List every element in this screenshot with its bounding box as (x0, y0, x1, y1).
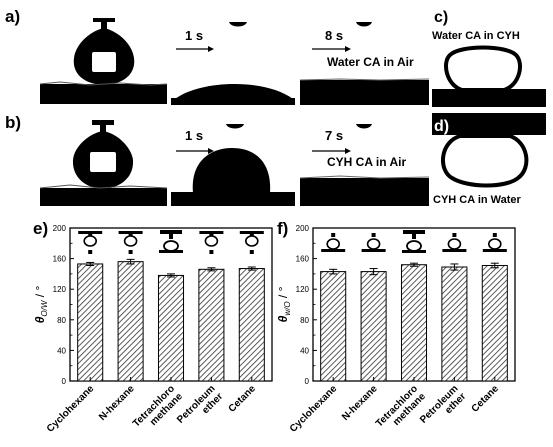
panel-a-arrow-2-head (345, 46, 351, 52)
panel-c-substrate (432, 89, 546, 107)
drop-shape-icon (482, 233, 507, 252)
panel-c-drop (444, 45, 522, 92)
drop-shape-icon (159, 230, 183, 253)
panel-b: b) 1 s 7 s CYH CA in Air (5, 113, 430, 206)
panel-d-substrate (432, 113, 546, 135)
drop-shape-icon (442, 233, 467, 252)
panel-a: a) 1 s 8 s Water CA in Air (5, 7, 430, 105)
bar (157, 274, 185, 382)
x-tick-label: Cyclohexane (288, 383, 340, 435)
panel-d-caption: CYH CA in Water (433, 194, 522, 206)
y-tick-label: 160 (53, 255, 67, 264)
panel-a-letter: a) (5, 7, 20, 26)
panel-a-image-drop-pending (39, 18, 168, 104)
panel-b-image-drop-pending (39, 120, 168, 206)
panel-b-time-1: 1 s (185, 128, 203, 143)
drop-shape-icon (118, 231, 143, 254)
bar (198, 268, 225, 382)
panel-b-letter: b) (5, 113, 21, 132)
panel-c-letter: c) (434, 9, 448, 26)
y-tick-label: 160 (296, 255, 310, 264)
drop-shape-icon (239, 231, 264, 254)
y-tick-label: 120 (53, 285, 67, 294)
y-axis-label: θw/O / ° (276, 286, 292, 322)
bar (77, 263, 104, 382)
drop-shape-icon (78, 231, 103, 254)
x-tick-label: Cetane (470, 383, 502, 415)
y-tick-label: 200 (53, 224, 67, 233)
y-tick-label: 0 (305, 377, 310, 386)
panel-b-caption: CYH CA in Air (327, 155, 406, 169)
panel-b-arrow-1-head (208, 148, 214, 154)
panel-f-letter: f) (277, 219, 288, 238)
panel-b-arrow-2-head (345, 148, 351, 154)
bar (320, 271, 347, 382)
y-tick-label: 120 (296, 285, 310, 294)
panel-a-caption: Water CA in Air (327, 55, 414, 69)
x-tick-label: N-hexane (97, 383, 137, 423)
panel-b-image-spread (171, 124, 295, 206)
drop-shape-icon (361, 233, 386, 252)
panel-d-letter: d) (434, 118, 449, 135)
x-tick-label: Petroleumether (175, 383, 225, 433)
bar (481, 264, 508, 382)
drop-shape-icon (199, 231, 224, 254)
panel-e-letter: e) (33, 219, 48, 238)
bar (441, 266, 468, 382)
y-tick-label: 80 (57, 316, 66, 325)
y-tick-label: 0 (62, 377, 67, 386)
panel-a-time-1: 1 s (185, 28, 203, 43)
panel-c: c) Water CA in CYH (432, 9, 546, 107)
panel-d: d) CYH CA in Water (432, 113, 546, 206)
bar (117, 261, 144, 382)
drop-shape-icon (402, 230, 426, 253)
x-tick-label: Cyclohexane (45, 383, 97, 435)
x-tick-label: Cetane (227, 383, 259, 415)
panel-c-caption: Water CA in CYH (432, 30, 520, 42)
bar (238, 268, 265, 382)
panel-a-image-spread (171, 22, 295, 105)
y-tick-label: 200 (296, 224, 310, 233)
y-tick-label: 80 (300, 316, 309, 325)
panel-b-image-flat (299, 124, 430, 206)
panel-a-time-2: 8 s (325, 28, 343, 43)
y-tick-label: 40 (300, 346, 309, 355)
bar (400, 264, 428, 382)
panel-a-arrow-1-head (208, 46, 214, 52)
panel-d-drop (440, 134, 529, 188)
x-tick-label: Petroleumether (418, 383, 468, 433)
bar (360, 271, 387, 382)
x-tick-label: N-hexane (340, 383, 380, 423)
panel-b-time-2: 7 s (325, 128, 343, 143)
x-tick-label: Tetrachloromethane (374, 383, 428, 437)
panel-a-image-flat (299, 22, 430, 105)
y-tick-label: 40 (57, 346, 66, 355)
x-tick-label: Tetrachloromethane (131, 383, 185, 437)
y-axis-label: θO/W / ° (33, 286, 49, 324)
drop-shape-icon (321, 233, 346, 252)
